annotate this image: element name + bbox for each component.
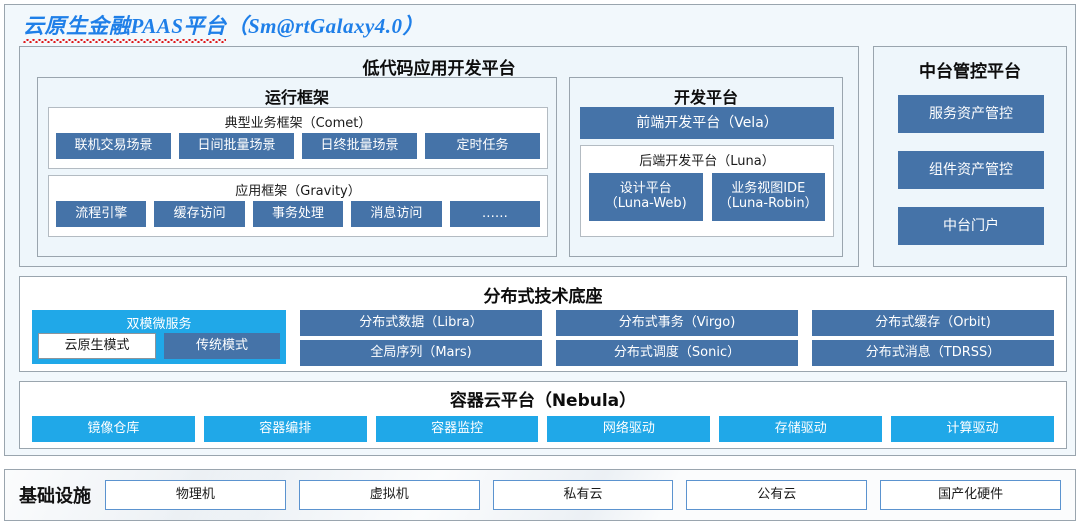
page-title: 云原生金融PAAS平台（Sm@rtGalaxy4.0） bbox=[23, 14, 424, 38]
dual-mode-title: 双模微服务 bbox=[126, 317, 192, 332]
infrastructure-item[interactable]: 国产化硬件 bbox=[880, 480, 1061, 510]
distributed-item[interactable]: 分布式数据（Libra） bbox=[300, 310, 542, 336]
gravity-item[interactable]: 消息访问 bbox=[351, 201, 442, 227]
middle-office-item[interactable]: 中台门户 bbox=[898, 207, 1044, 245]
distributed-item[interactable]: 分布式缓存（Orbit) bbox=[812, 310, 1054, 336]
luna-items: 设计平台（Luna-Web) 业务视图IDE（Luna-Robin） bbox=[589, 173, 825, 221]
gravity-box: 应用框架（Gravity） 流程引擎 缓存访问 事务处理 消息访问 …… bbox=[48, 175, 548, 237]
gravity-item[interactable]: 流程引擎 bbox=[56, 201, 147, 227]
distributed-item[interactable]: 分布式调度（Sonic） bbox=[556, 340, 798, 366]
luna-web-line2: （Luna-Web) bbox=[604, 196, 687, 211]
container-cloud-item[interactable]: 网络驱动 bbox=[547, 416, 711, 442]
luna-robin-chip[interactable]: 业务视图IDE（Luna-Robin） bbox=[711, 173, 825, 221]
container-cloud-item[interactable]: 容器编排 bbox=[203, 416, 367, 442]
dual-mode-microservice-box: 双模微服务 云原生模式 传统模式 bbox=[32, 310, 286, 364]
infrastructure-item[interactable]: 公有云 bbox=[686, 480, 868, 510]
comet-item[interactable]: 定时任务 bbox=[425, 133, 540, 159]
gravity-item[interactable]: 缓存访问 bbox=[154, 201, 245, 227]
distributed-item[interactable]: 分布式消息（TDRSS） bbox=[812, 340, 1054, 366]
infrastructure-items: 物理机 虚拟机 私有云 公有云 国产化硬件 bbox=[105, 480, 1061, 510]
gravity-title: 应用框架（Gravity） bbox=[235, 184, 361, 199]
infrastructure-label: 基础设施 bbox=[19, 486, 91, 507]
infrastructure-item[interactable]: 私有云 bbox=[492, 480, 674, 510]
infrastructure-bar: 基础设施 物理机 虚拟机 私有云 公有云 国产化硬件 bbox=[4, 469, 1076, 521]
dual-mode-items: 云原生模式 传统模式 bbox=[38, 333, 280, 359]
container-cloud-item[interactable]: 容器监控 bbox=[375, 416, 539, 442]
distributed-base-title: 分布式技术底座 bbox=[483, 287, 603, 307]
backend-dev-platform-title: 后端开发平台（Luna） bbox=[639, 154, 775, 169]
distributed-item[interactable]: 全局序列（Mars) bbox=[300, 340, 542, 366]
luna-web-chip[interactable]: 设计平台（Luna-Web) bbox=[589, 173, 703, 221]
cloud-native-mode-chip[interactable]: 云原生模式 bbox=[38, 333, 156, 359]
frontend-dev-platform-chip[interactable]: 前端开发平台（Vela） bbox=[580, 107, 834, 139]
comet-item[interactable]: 联机交易场景 bbox=[56, 133, 171, 159]
container-cloud-items: 镜像仓库 容器编排 容器监控 网络驱动 存储驱动 计算驱动 bbox=[32, 416, 1054, 442]
middle-office-platform-panel: 中台管控平台 服务资产管控 组件资产管控 中台门户 bbox=[873, 46, 1067, 267]
luna-robin-line2: （Luna-Robin） bbox=[718, 196, 818, 211]
gravity-item[interactable]: 事务处理 bbox=[252, 201, 344, 227]
container-cloud-panel: 容器云平台（Nebula） 镜像仓库 容器编排 容器监控 网络驱动 存储驱动 计… bbox=[19, 381, 1067, 449]
container-cloud-title: 容器云平台（Nebula） bbox=[449, 391, 637, 411]
middle-office-item[interactable]: 服务资产管控 bbox=[898, 95, 1044, 133]
low-code-platform-panel: 低代码应用开发平台 运行框架 典型业务框架（Comet） 联机交易场景 日间批量… bbox=[19, 46, 859, 267]
gravity-items: 流程引擎 缓存访问 事务处理 消息访问 …… bbox=[56, 201, 541, 227]
comet-box: 典型业务框架（Comet） 联机交易场景 日间批量场景 日终批量场景 定时任务 bbox=[48, 107, 548, 169]
comet-title: 典型业务框架（Comet） bbox=[224, 116, 372, 131]
container-cloud-item[interactable]: 存储驱动 bbox=[719, 416, 883, 442]
comet-item[interactable]: 日终批量场景 bbox=[302, 133, 417, 159]
dev-platform-title: 开发平台 bbox=[673, 88, 738, 107]
container-cloud-item[interactable]: 计算驱动 bbox=[891, 416, 1054, 442]
infrastructure-item[interactable]: 物理机 bbox=[105, 480, 286, 510]
container-cloud-item[interactable]: 镜像仓库 bbox=[32, 416, 195, 442]
gravity-item-more[interactable]: …… bbox=[449, 201, 541, 227]
luna-robin-line1: 业务视图IDE bbox=[731, 181, 806, 197]
low-code-platform-title: 低代码应用开发平台 bbox=[362, 59, 516, 79]
comet-items: 联机交易场景 日间批量场景 日终批量场景 定时任务 bbox=[56, 133, 540, 159]
comet-item[interactable]: 日间批量场景 bbox=[179, 133, 294, 159]
distributed-items: 分布式数据（Libra） 分布式事务（Virgo) 分布式缓存（Orbit) 全… bbox=[300, 310, 1054, 366]
luna-web-line1: 设计平台 bbox=[619, 181, 672, 197]
dev-platform-panel: 开发平台 前端开发平台（Vela） 后端开发平台（Luna） 设计平台（Luna… bbox=[569, 77, 843, 257]
middle-office-title: 中台管控平台 bbox=[919, 62, 1021, 82]
page-title-en: （Sm@rtGalaxy4.0） bbox=[226, 14, 425, 38]
platform-frame: 云原生金融PAAS平台（Sm@rtGalaxy4.0） 低代码应用开发平台 运行… bbox=[4, 4, 1076, 456]
backend-dev-platform-box: 后端开发平台（Luna） 设计平台（Luna-Web) 业务视图IDE（Luna… bbox=[580, 145, 834, 237]
run-framework-title: 运行框架 bbox=[264, 88, 329, 107]
distributed-item[interactable]: 分布式事务（Virgo) bbox=[556, 310, 798, 336]
infrastructure-item[interactable]: 虚拟机 bbox=[298, 480, 480, 510]
middle-office-item[interactable]: 组件资产管控 bbox=[898, 151, 1044, 189]
page-title-cn: 云原生金融PAAS平台 bbox=[23, 14, 227, 38]
traditional-mode-chip[interactable]: 传统模式 bbox=[164, 333, 280, 359]
run-framework-panel: 运行框架 典型业务框架（Comet） 联机交易场景 日间批量场景 日终批量场景 … bbox=[37, 77, 557, 257]
distributed-base-panel: 分布式技术底座 双模微服务 云原生模式 传统模式 分布式数据（Libra） 分布… bbox=[19, 276, 1067, 372]
